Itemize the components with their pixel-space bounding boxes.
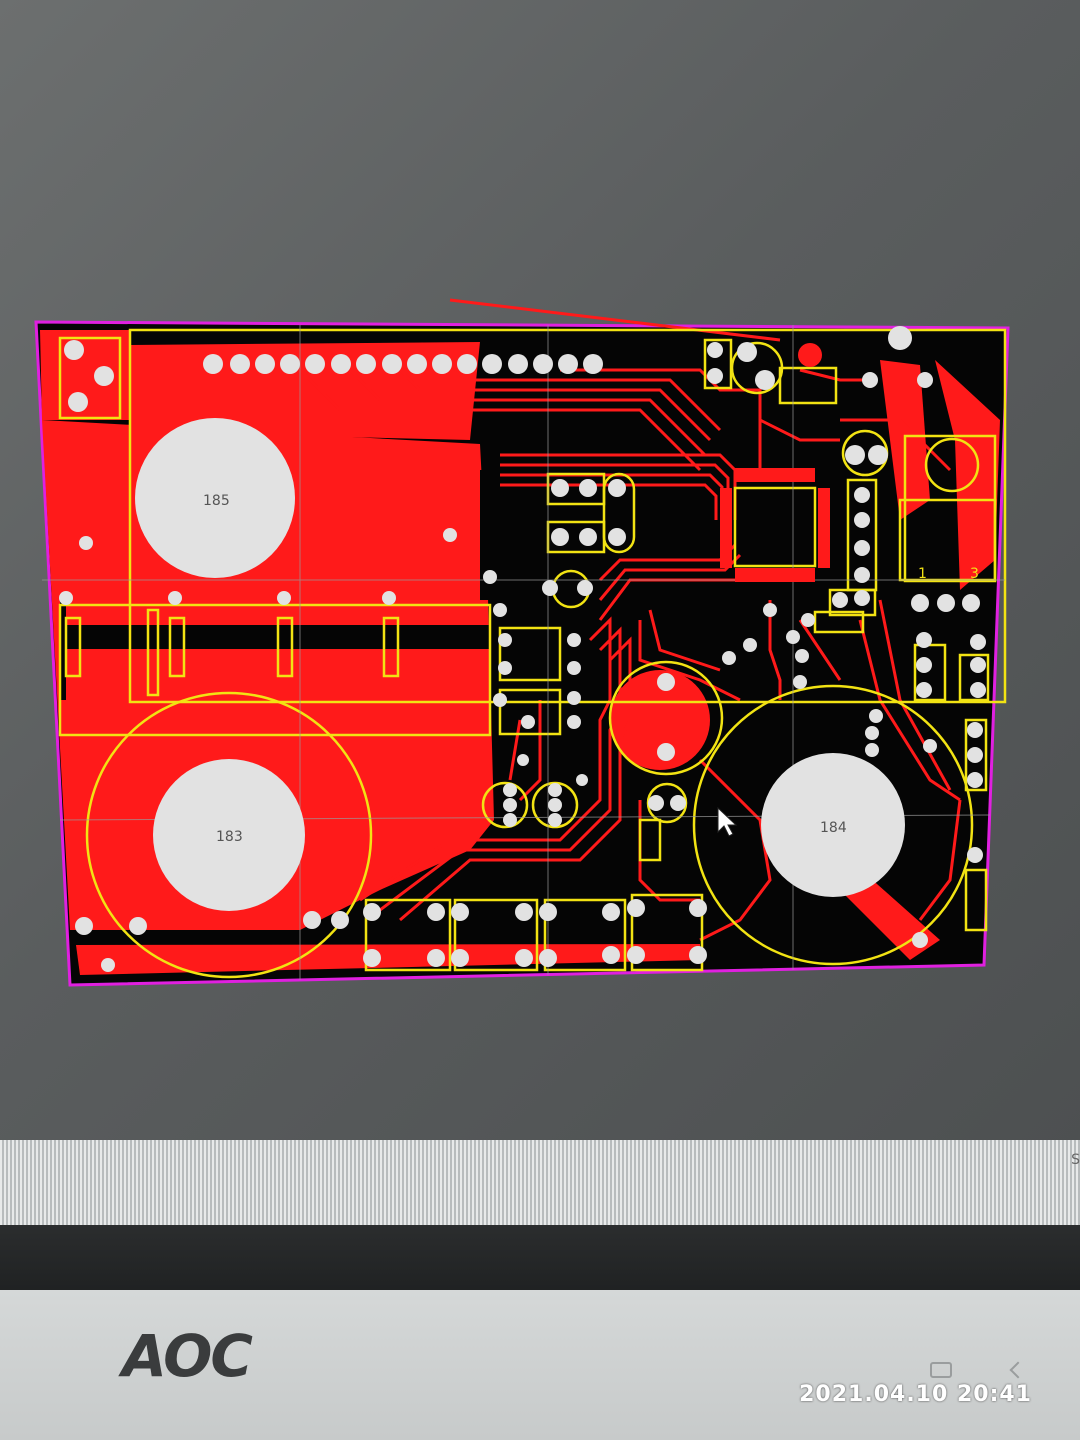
monitor-bezel-lower-edge [0,1225,1080,1295]
cursor-arrow-icon [717,806,738,837]
mounting-hole-185 [135,418,295,578]
mounting-holes [135,418,905,911]
ic-pin-rows [720,343,830,582]
monitor-button-icon[interactable] [930,1362,952,1378]
copper-traces [298,298,962,942]
monitor-brand-logo: AOC [122,1322,253,1390]
pin-label-1: 1 [918,566,927,582]
silkscreen [58,328,1007,979]
mounting-hole-184 [761,753,905,897]
mounting-hole-183 [153,759,305,911]
pcb-layout-canvas[interactable]: 185 183 184 1 3 [0,0,1080,1150]
monitor-bezel [0,1290,1080,1440]
taskbar-edge-text: S [1071,1152,1080,1168]
pads [59,326,986,972]
pour-gaps [60,470,500,700]
hole-label-184: 184 [820,820,847,836]
hole-label-183: 183 [216,829,243,845]
pin-label-3: 3 [970,566,979,582]
photo-timestamp: 2021.04.10 20:41 [799,1382,1032,1407]
taskbar[interactable] [0,1140,1080,1230]
monitor-screen: 185 183 184 1 3 [0,0,1080,1150]
hole-label-185: 185 [203,493,230,509]
